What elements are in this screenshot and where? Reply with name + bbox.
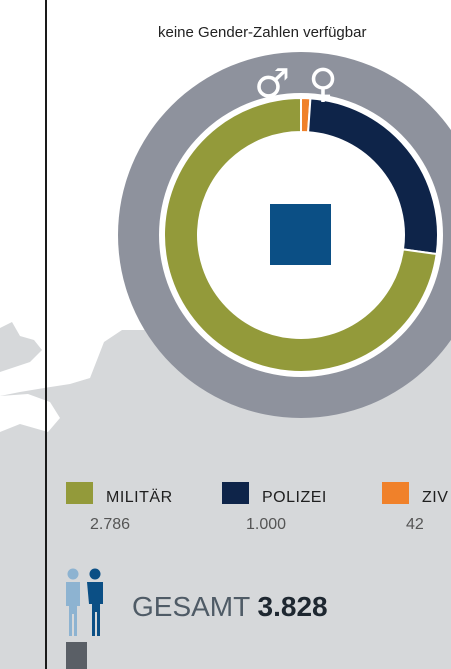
- legend-value-zivil: 42: [406, 516, 424, 533]
- gender-note: keine Gender-Zahlen verfügbar: [158, 24, 367, 41]
- legend-label-zivil: ZIV: [422, 489, 449, 506]
- divider-line: [45, 0, 47, 669]
- bottom-bar: [66, 642, 87, 669]
- center-square: [270, 204, 331, 265]
- legend-label-polizei: POLIZEI: [262, 489, 327, 506]
- legend-swatch-zivil: [382, 482, 409, 504]
- legend-label-militaer: MILITÄR: [106, 489, 173, 506]
- total-label: GESAMT: [132, 591, 250, 622]
- legend-swatch-militaer: [66, 482, 93, 504]
- people-icon: [66, 568, 103, 636]
- slice-militaer: [163, 96, 438, 373]
- female-symbol-icon: ♀: [308, 61, 337, 107]
- male-symbol-icon: ♂: [254, 61, 290, 107]
- legend-value-militaer: 2.786: [90, 516, 131, 533]
- total-count: GESAMT 3.828: [132, 593, 328, 621]
- legend-value-polizei: 1.000: [246, 516, 287, 533]
- legend-swatch-polizei: [222, 482, 249, 504]
- total-value: 3.828: [257, 591, 328, 622]
